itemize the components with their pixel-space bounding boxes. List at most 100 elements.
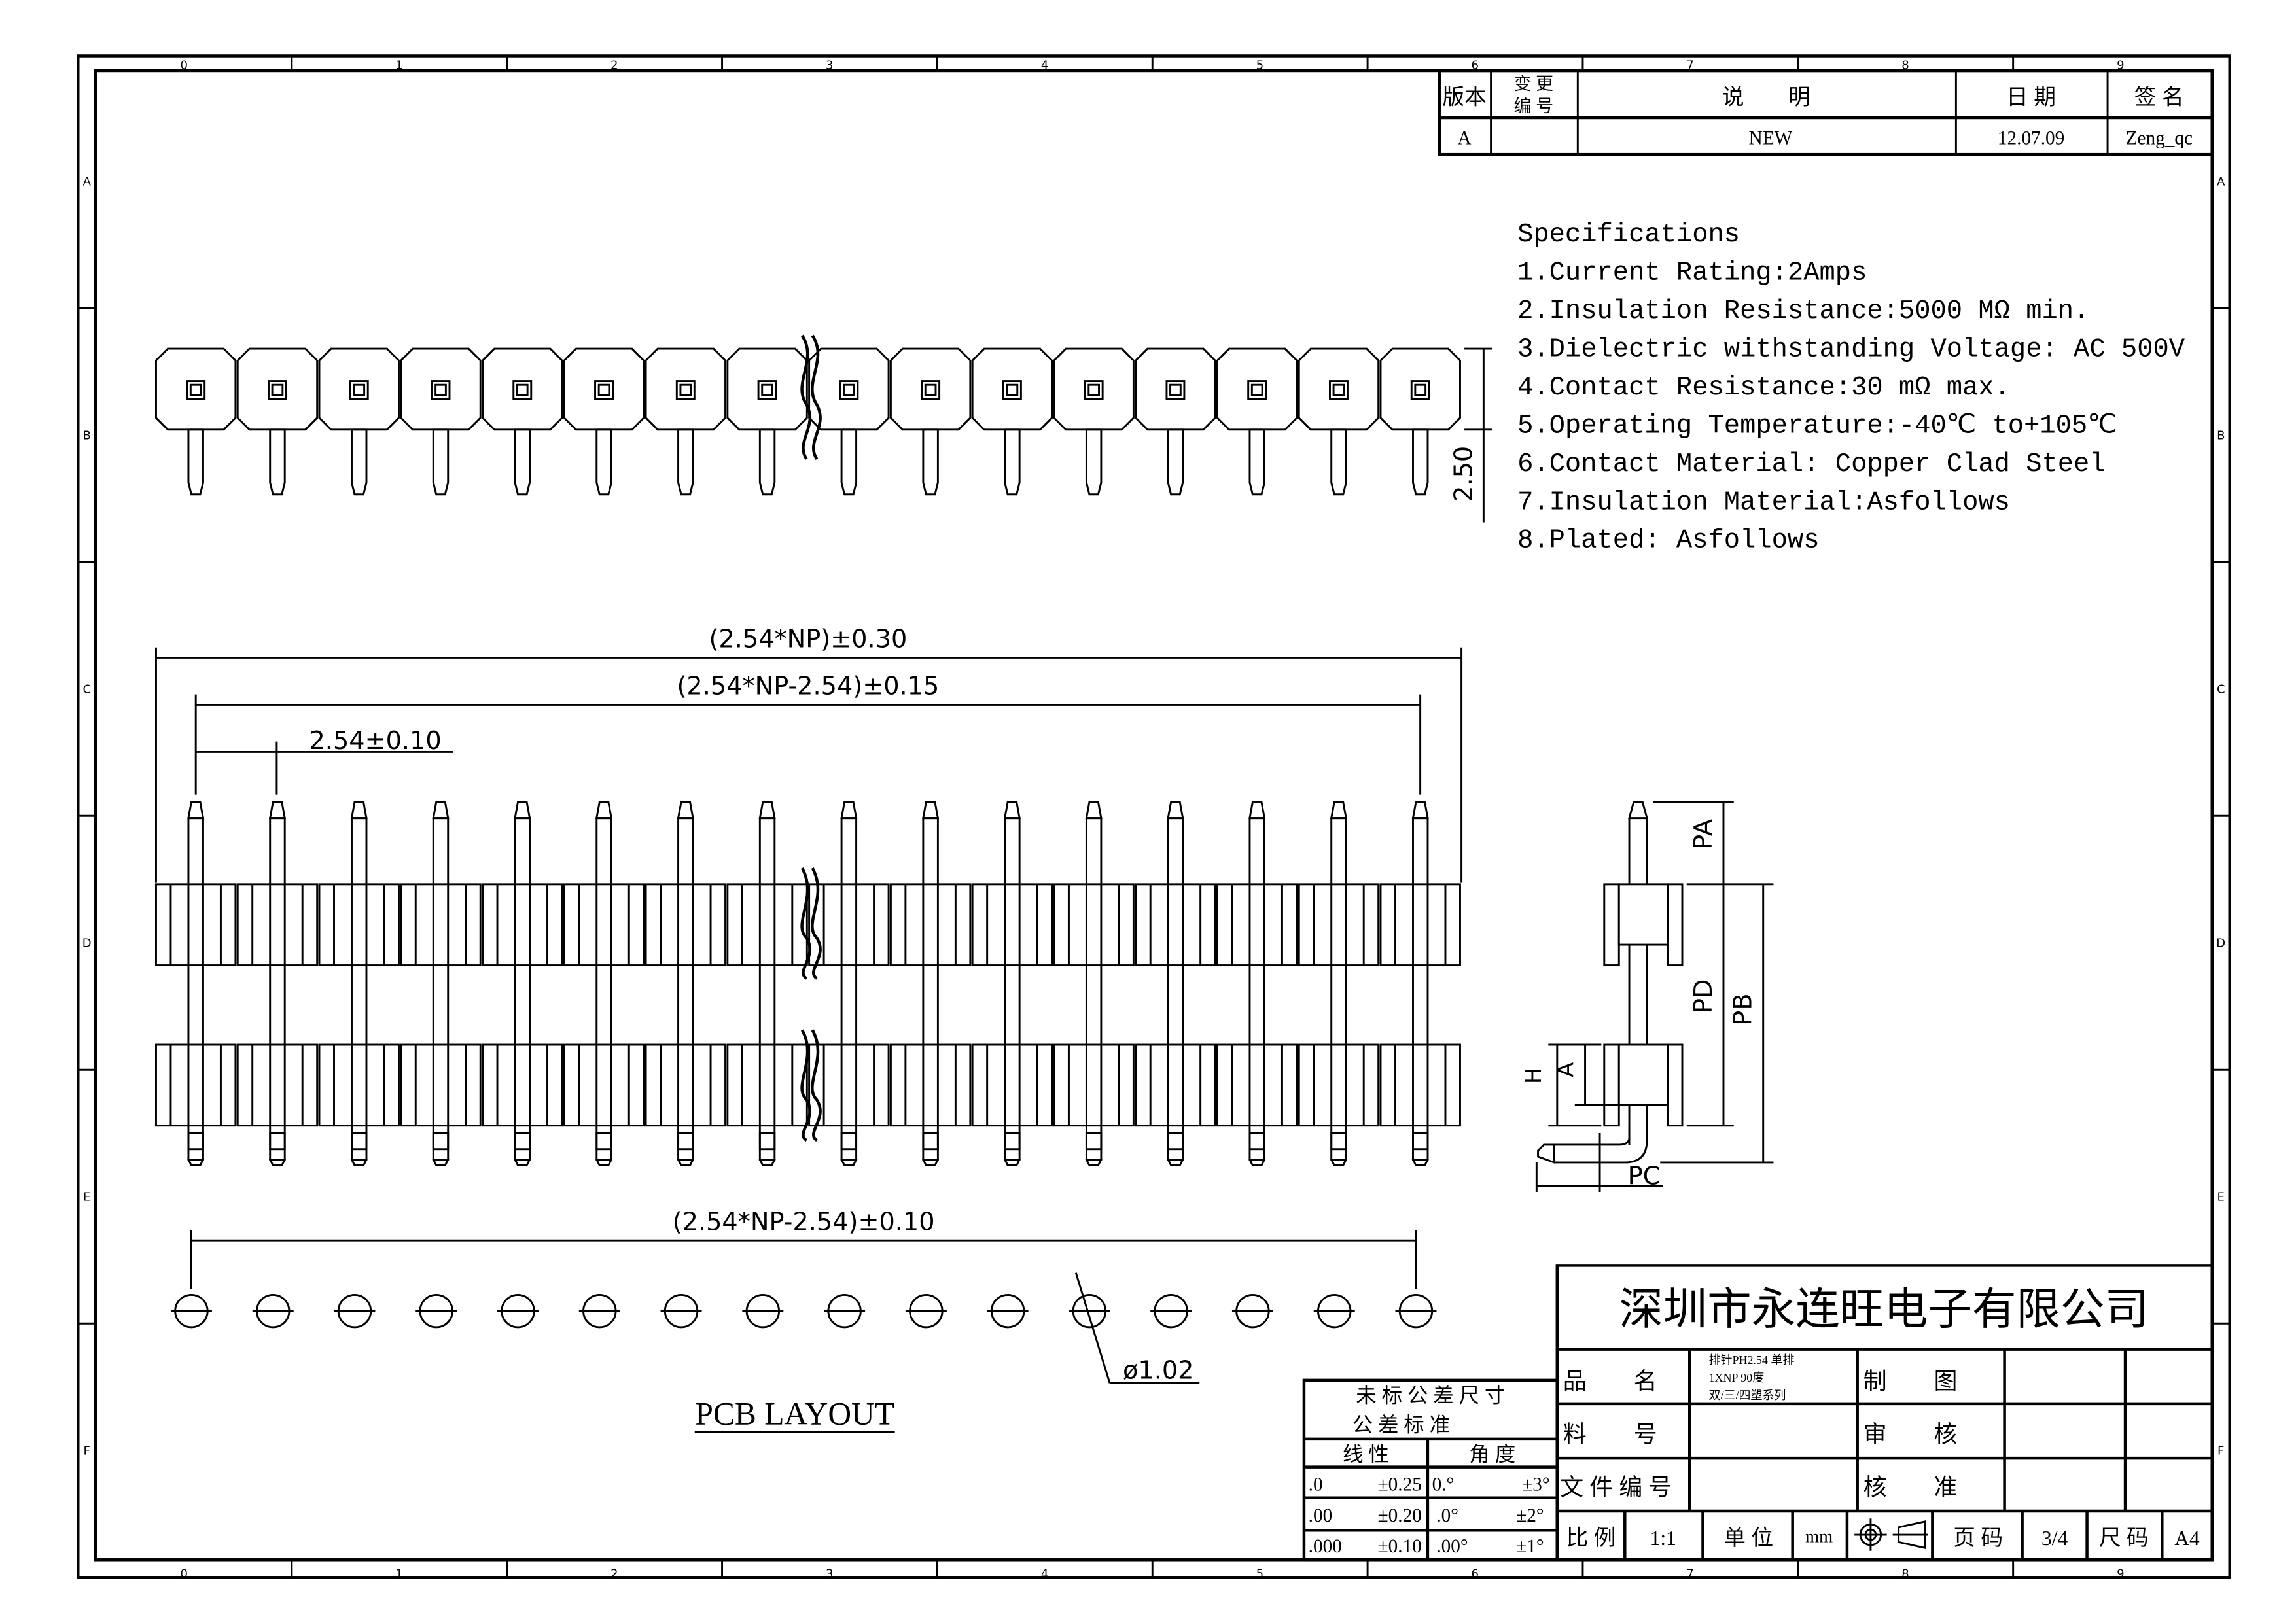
tol-ang: .00° [1436, 1536, 1468, 1557]
pin-square-inner [189, 383, 202, 396]
plastic-housing [1298, 1043, 1380, 1127]
pin-tail [922, 428, 939, 496]
rev-date: 12.07.09 [1998, 128, 2064, 148]
frame-row-label: C [82, 682, 91, 696]
pin-tail [1085, 428, 1103, 496]
frame-column-label: 0 [180, 59, 187, 73]
pin-end [1330, 1159, 1348, 1166]
spec-item: 4.Contact Resistance:30 mΩ max. [1517, 373, 2010, 403]
plastic-housing [889, 883, 972, 967]
pin-bend-square [595, 1132, 612, 1151]
top-view-pin [726, 347, 808, 496]
pin-bend-square [1412, 1132, 1429, 1151]
frame-column-label: 5 [1256, 1567, 1263, 1580]
pin-square-inner [1250, 383, 1263, 396]
h-label: H [1521, 1068, 1546, 1084]
part-no-label: 料 号 [1563, 1421, 1657, 1447]
front-view-pin [808, 801, 890, 1166]
front-dimensions: (2.54*NP)±0.30 (2.54*NP-2.54)±0.15 2.54±… [154, 625, 1463, 883]
frame-column-label: 3 [826, 59, 833, 73]
octagon-housing [482, 347, 563, 431]
tol-ang: 0.° [1432, 1475, 1455, 1495]
pin-bend-square [514, 1132, 531, 1151]
height-dimension: 2.50 [1449, 347, 1492, 523]
pin-tip [187, 801, 205, 820]
plastic-housing [971, 1043, 1053, 1127]
tol-title-1: 未 标 公 差 尺 寸 [1356, 1384, 1505, 1407]
frame-row-label: F [2217, 1444, 2224, 1457]
plastic-housing [645, 1043, 727, 1127]
frame-column-label: 8 [1901, 59, 1909, 73]
pin-tail [1167, 428, 1184, 496]
pin-tail [1004, 428, 1021, 496]
pin-end [186, 1159, 205, 1166]
tol-ang-value: ±1° [1516, 1536, 1544, 1557]
pin-square-inner [597, 383, 610, 396]
pin-square-inner [843, 383, 855, 396]
scale-value: 1:1 [1650, 1527, 1676, 1550]
front-view-pin [1216, 801, 1298, 1166]
plastic-housing [1053, 883, 1135, 967]
plastic-housing [482, 883, 563, 967]
pin-bend-square [1330, 1132, 1347, 1151]
rev-header-description: 说 明 [1722, 85, 1810, 110]
front-view-pin [726, 801, 808, 1166]
pin-bend-square [1085, 1132, 1103, 1151]
pin-tail [1412, 428, 1429, 496]
pcb-dimensions: (2.54*NP-2.54)±0.10 ø1.02 PCB LAYOUT [190, 1208, 1417, 1433]
top-view-pin [154, 347, 237, 496]
octagon-housing [971, 347, 1053, 431]
product-name-line: 1XNP 90度 [1708, 1371, 1764, 1384]
pin-tail [432, 428, 450, 496]
pin-tip [432, 801, 450, 820]
pcb-span-dim-text: (2.54*NP-2.54)±0.10 [673, 1208, 935, 1236]
rev-version: A [1458, 128, 1472, 148]
title-block: 深圳市永连旺电子有限公司 品 名 排针PH2.54 单排 1XNP 90度 双/… [1555, 1264, 2214, 1562]
plastic-housing [808, 1043, 890, 1127]
break-line [800, 1029, 812, 1142]
file-no-label: 文 件 编 号 [1560, 1474, 1672, 1500]
pin-square-inner [271, 383, 284, 396]
pin-tip [514, 801, 531, 820]
top-view-pin [318, 347, 400, 496]
front-view-pin [563, 801, 645, 1166]
pin-square-inner [434, 383, 447, 396]
product-name-line: 双/三/四塑系列 [1708, 1389, 1786, 1402]
front-view-pin [236, 801, 319, 1166]
break-line [800, 867, 812, 980]
spec-title: Specifications [1517, 220, 1740, 250]
plastic-housing [400, 1043, 482, 1127]
top-view-pin [1298, 347, 1380, 496]
top-view-pin [1379, 347, 1461, 496]
frame-column-label: 8 [1901, 1567, 1909, 1580]
frame-row-label: B [83, 428, 91, 442]
pin-square-inner [1169, 383, 1182, 396]
plastic-housing [645, 883, 727, 967]
octagon-housing [1053, 347, 1135, 431]
top-view-pin [971, 347, 1053, 496]
pin-end [431, 1159, 450, 1166]
frame-row-label: E [2217, 1190, 2225, 1204]
plastic-housing [1216, 1043, 1298, 1127]
tol-title-2: 公 差 标 准 [1352, 1414, 1451, 1437]
inner-border [94, 69, 2214, 1562]
spec-item: 7.Insulation Material:Asfollows [1517, 487, 2010, 517]
span-dim-text: (2.54*NP-2.54)±0.15 [677, 672, 939, 701]
pin-end [595, 1159, 613, 1166]
a-label: A [1553, 1062, 1579, 1077]
top-view-pin [563, 347, 645, 496]
front-view-pin [645, 801, 727, 1166]
unit-label: 单 位 [1723, 1526, 1773, 1550]
pin-tip [1248, 801, 1266, 820]
pin-tip [595, 801, 613, 820]
product-name-label: 品 名 [1563, 1368, 1657, 1394]
plastic-housing [1298, 883, 1380, 967]
pin-square-inner [353, 383, 366, 396]
rev-header-date: 日 期 [2006, 86, 2056, 110]
pcb-layout [170, 1293, 1437, 1329]
top-view-pin [645, 347, 727, 496]
pin-tip [1003, 801, 1021, 820]
plastic-housing [318, 883, 400, 967]
spec-item: 2.Insulation Resistance:5000 MΩ min. [1517, 296, 2089, 326]
